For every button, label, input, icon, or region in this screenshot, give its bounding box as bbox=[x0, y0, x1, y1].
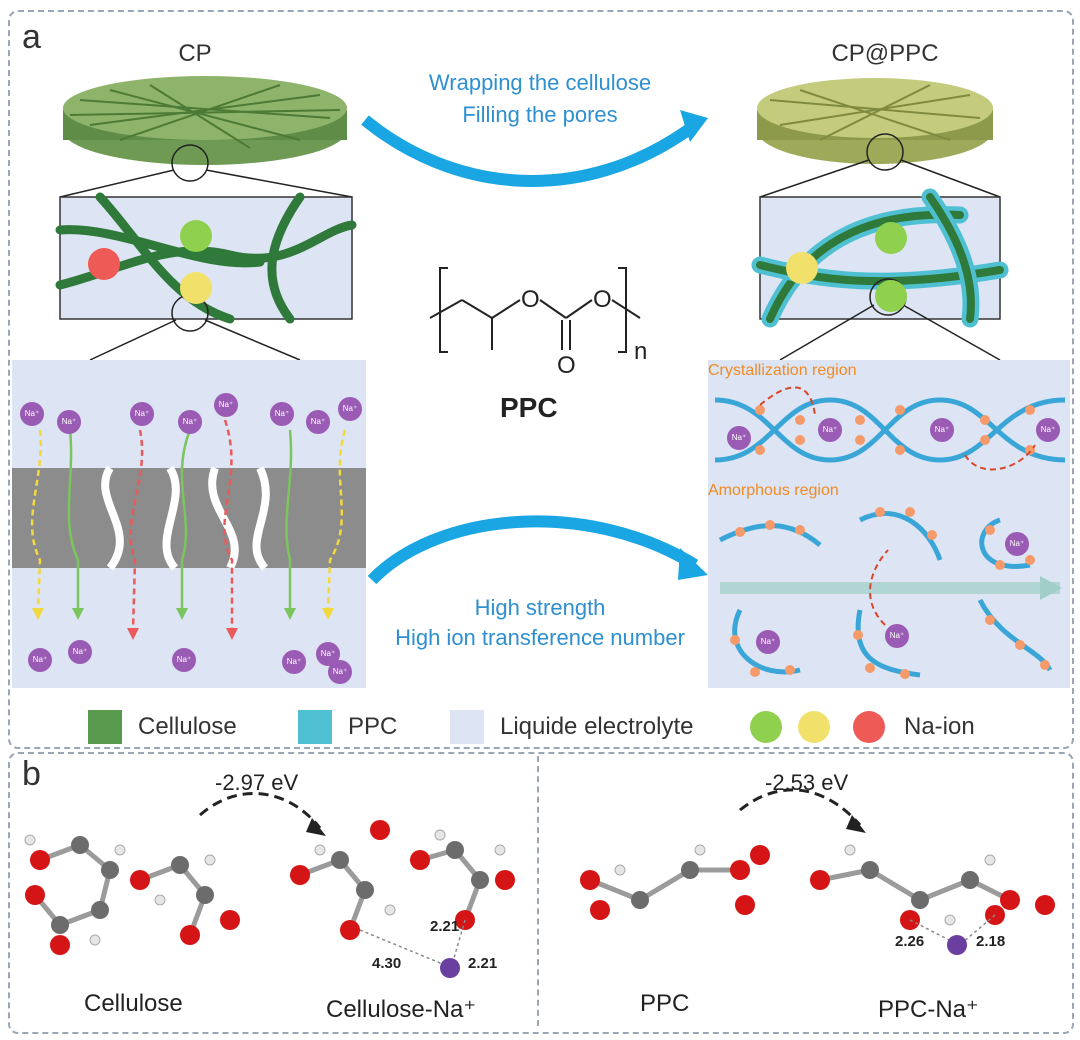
na-ion: Na⁺ bbox=[20, 402, 44, 426]
na-ion: Na⁺ bbox=[57, 410, 81, 434]
na-ion: Na⁺ bbox=[930, 418, 954, 442]
cp-disc bbox=[63, 76, 347, 165]
red-face-icon bbox=[853, 711, 885, 743]
formula-o2: O bbox=[593, 286, 612, 313]
top-arrow-line1: Wrapping the cellulose bbox=[428, 70, 652, 95]
na-ion: Na⁺ bbox=[328, 660, 352, 684]
legend-na-ion: Na-ion bbox=[904, 713, 975, 740]
ppc-polymer-label: PPC bbox=[500, 392, 558, 423]
bottom-arrow-line1: High strength bbox=[474, 595, 606, 620]
amorphous-region-label: Amorphous region bbox=[708, 482, 839, 499]
ppc-binding-energy: -2.53 eV bbox=[765, 770, 849, 795]
distance-label: 2.21 bbox=[468, 955, 498, 972]
na-ion: Na⁺ bbox=[1036, 418, 1060, 442]
na-ion: Na⁺ bbox=[172, 648, 196, 672]
electrolyte-swatch bbox=[450, 710, 484, 744]
na-ion: Na⁺ bbox=[214, 393, 238, 417]
na-ion: Na⁺ bbox=[756, 630, 780, 654]
na-ion: Na⁺ bbox=[818, 418, 842, 442]
formula-o3: O bbox=[557, 352, 576, 379]
green-face-icon bbox=[180, 220, 212, 252]
cellulose-label: Cellulose bbox=[84, 990, 183, 1017]
na-ion: Na⁺ bbox=[1005, 532, 1029, 556]
legend-cellulose: Cellulose bbox=[138, 713, 237, 740]
panel-b-divider bbox=[537, 756, 539, 1026]
na-ion: Na⁺ bbox=[178, 410, 202, 434]
na-ion: Na⁺ bbox=[885, 624, 909, 648]
na-ion: Na⁺ bbox=[338, 397, 362, 421]
bottom-arrow-line2: High ion transference number bbox=[395, 625, 685, 650]
na-ion: Na⁺ bbox=[270, 402, 294, 426]
na-ion: Na⁺ bbox=[727, 426, 751, 450]
na-ion: Na⁺ bbox=[306, 410, 330, 434]
crystallization-region-label: Crystallization region bbox=[708, 362, 857, 379]
green-face-icon bbox=[875, 222, 907, 254]
red-face-icon bbox=[88, 248, 120, 280]
distance-label: 2.18 bbox=[976, 933, 1006, 950]
legend-ppc: PPC bbox=[348, 713, 398, 740]
panel-b-frame bbox=[8, 752, 1074, 1034]
cp-title: CP bbox=[178, 40, 212, 67]
na-ion: Na⁺ bbox=[130, 402, 154, 426]
ppc-label: PPC bbox=[640, 990, 690, 1017]
cp-ppc-disc bbox=[757, 78, 993, 164]
green-face-icon bbox=[750, 711, 782, 743]
ppc-na-label: PPC-Na⁺ bbox=[878, 996, 979, 1023]
yellow-face-icon bbox=[786, 252, 818, 284]
distance-label: 2.21 bbox=[430, 918, 460, 935]
green-face-icon bbox=[875, 280, 907, 312]
formula-o1: O bbox=[521, 286, 540, 313]
na-ion: Na⁺ bbox=[68, 640, 92, 664]
panel-a-letter: a bbox=[22, 18, 41, 56]
distance-label: 2.26 bbox=[895, 933, 925, 950]
yellow-face-icon bbox=[798, 711, 830, 743]
na-ion: Na⁺ bbox=[28, 648, 52, 672]
panel-b-letter: b bbox=[22, 755, 41, 793]
formula-n: n bbox=[634, 338, 648, 365]
cellulose-na-label: Cellulose-Na⁺ bbox=[326, 996, 477, 1023]
distance-label: 4.30 bbox=[372, 955, 402, 972]
panel-a-frame bbox=[8, 10, 1074, 749]
na-ion: Na⁺ bbox=[282, 650, 306, 674]
legend-electrolyte: Liquide electrolyte bbox=[500, 713, 694, 740]
ppc-swatch bbox=[298, 710, 332, 744]
yellow-face-icon bbox=[180, 272, 212, 304]
top-arrow-line2: Filling the pores bbox=[462, 102, 618, 127]
cellulose-swatch bbox=[88, 710, 122, 744]
cp-ppc-title: CP@PPC bbox=[831, 40, 939, 67]
cellulose-binding-energy: -2.97 eV bbox=[215, 770, 299, 795]
